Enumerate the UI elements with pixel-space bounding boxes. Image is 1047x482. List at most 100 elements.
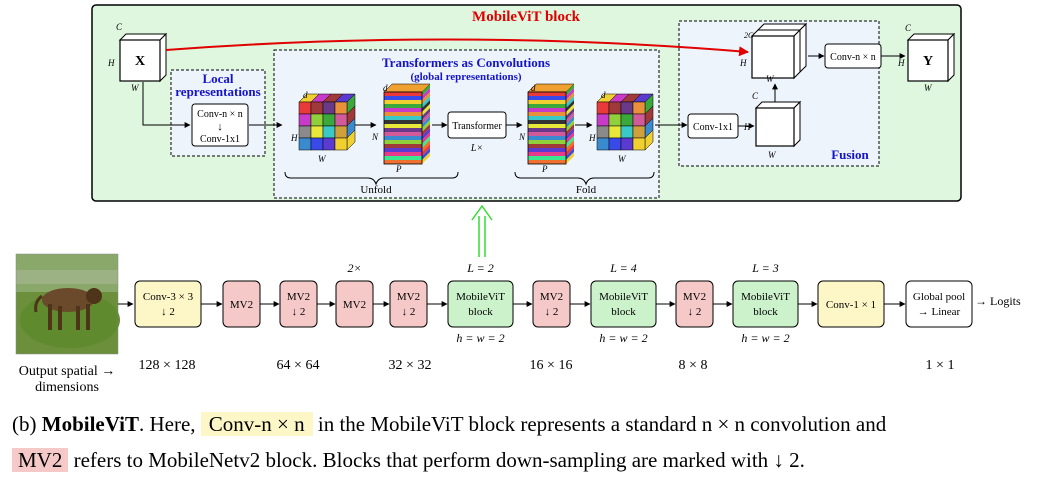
caption-mv2-term: MV2 [12, 448, 69, 472]
pipeline-block-below: h = w = 2 [741, 331, 789, 345]
patch2-dim-w: W [618, 154, 627, 164]
local-conv-arrow: ↓ [217, 121, 223, 133]
transformer-repeat: L× [470, 143, 483, 154]
pipeline-block-label: MV2 [230, 299, 253, 311]
pipeline-block-below: h = w = 2 [599, 331, 647, 345]
pipeline-block-box [590, 280, 657, 328]
dimension-label: 1 × 1 [926, 358, 955, 373]
patch2-dim-d: d [601, 90, 606, 100]
local-conv-box [191, 103, 249, 147]
pipeline-block-sublabel: block [468, 306, 493, 318]
pipeline-block-box [905, 280, 973, 328]
y-cube-icon [906, 32, 956, 83]
fold-brace [514, 171, 655, 186]
stripe2-dim-p: P [541, 164, 548, 174]
x-label: X [135, 54, 145, 69]
pipeline-block-label: Conv-3 × 3 [143, 291, 194, 303]
transformer-label: Transformer [452, 121, 502, 132]
pipeline-block-sublabel: ↓ 2 [688, 306, 702, 318]
pipeline-block-12: Global pool→ Linear [905, 280, 973, 328]
dimension-label: 8 × 8 [679, 358, 708, 373]
pipeline-block-box [447, 280, 514, 328]
stripe2-dim-n: N [518, 132, 526, 142]
skip-connection-arrow [165, 38, 749, 57]
pipeline-block-below: h = w = 2 [456, 331, 504, 345]
dimension-label: 32 × 32 [389, 358, 432, 373]
stripe2-dim-d: d [531, 83, 536, 93]
patch1-dim-w: W [318, 154, 327, 164]
pipeline-block-11: Conv-1 × 1 [817, 280, 906, 328]
fold-label: Fold [576, 184, 597, 196]
pipeline-block-above: L = 2 [466, 261, 494, 275]
pipeline-block-7: MV2↓ 2 [532, 280, 591, 328]
pipeline-block-3: MV2↓ 2 [279, 280, 336, 328]
pipeline-block-label: MobileViT [741, 291, 790, 303]
patch2-dim-h: H [588, 133, 596, 143]
pipeline-block-sublabel: block [753, 306, 778, 318]
pipeline-block-box [732, 280, 799, 328]
pipeline-block-label: MobileViT [599, 291, 648, 303]
pipeline-block-sublabel: ↓ 2 [545, 306, 559, 318]
caption-text-2: in the MobileViT block represents a stan… [312, 412, 887, 436]
pipeline-block-label: MV2 [287, 291, 310, 303]
fusion-convn-label: Conv-n × n [830, 52, 876, 63]
fusion-cube-icon [754, 100, 802, 148]
patch1-dim-d: d [303, 90, 308, 100]
x-dim-w: W [131, 83, 140, 93]
stripe1-dim-d: d [383, 83, 388, 93]
concat-dim-w: W [766, 74, 775, 84]
caption-prefix: (b) [12, 412, 42, 436]
local-title-2: representations [175, 84, 260, 99]
pipeline-block-2: MV2 [222, 280, 280, 328]
caption-conv-term: Conv-n × n [200, 412, 313, 436]
fusion-title: Fusion [831, 147, 869, 162]
stripe1-dim-n: N [371, 132, 379, 142]
concat-dim-h: H [739, 58, 747, 68]
concat-cube-icon [750, 22, 808, 80]
output-label-2: dimensions [35, 380, 99, 395]
pipeline-block-label: Conv-1 × 1 [826, 299, 876, 311]
x-dim-c: C [116, 22, 123, 32]
patch1-dim-h: H [290, 133, 298, 143]
pipeline-block-label: MV2 [397, 291, 420, 303]
pipeline-block-label: MobileViT [456, 291, 505, 303]
pipeline-block-sublabel: ↓ 2 [161, 306, 175, 318]
y-label: Y [923, 54, 933, 69]
pipeline-block-10: MobileViT block L = 3 h = w = 2 [732, 261, 818, 345]
pipeline-block-6: MobileViT block L = 2 h = w = 2 [447, 261, 533, 345]
caption-text-1: . Here, [138, 412, 201, 436]
local-conv-2: Conv-1x1 [200, 134, 240, 145]
unfold-label: Unfold [360, 184, 392, 196]
pipeline-block-5: MV2↓ 2 [389, 280, 448, 328]
pipeline-block-box [389, 280, 428, 328]
patch-cube-icon-1 [298, 93, 356, 151]
pipeline-block-9: MV2↓ 2 [675, 280, 733, 328]
dimension-label: 16 × 16 [530, 358, 573, 373]
stripe1-dim-p: P [395, 164, 402, 174]
pipeline-block-sublabel: block [611, 306, 636, 318]
transformers-title: Transformers as Convolutions [382, 55, 550, 70]
fusion-cube-dim-h: H [743, 122, 751, 132]
unfold-brace [284, 171, 459, 186]
pipeline-block-box [134, 280, 202, 328]
y-dim-h: H [897, 58, 905, 68]
striped-block-icon-2 [527, 83, 575, 165]
dimension-label: 64 × 64 [277, 358, 320, 373]
fusion-cube-dim-w: W [768, 150, 777, 160]
x-dim-h: H [107, 58, 115, 68]
transformers-subtitle: (global representations) [410, 71, 521, 83]
mobilevit-diagram: MobileViT block Local representations Co… [15, 4, 1021, 395]
pipeline-block-above: 2× [347, 261, 361, 275]
pipeline-block-box [279, 280, 318, 328]
pipeline-block-label: Global pool [913, 291, 965, 303]
patch-cube-icon-2 [596, 93, 654, 151]
caption-model: MobileViT [41, 412, 139, 436]
fusion-cube-dim-c: C [752, 91, 759, 101]
pipeline-block-box [675, 280, 714, 328]
pipeline-block-above: L = 3 [751, 261, 779, 275]
pipeline-block-label: MV2 [540, 291, 563, 303]
